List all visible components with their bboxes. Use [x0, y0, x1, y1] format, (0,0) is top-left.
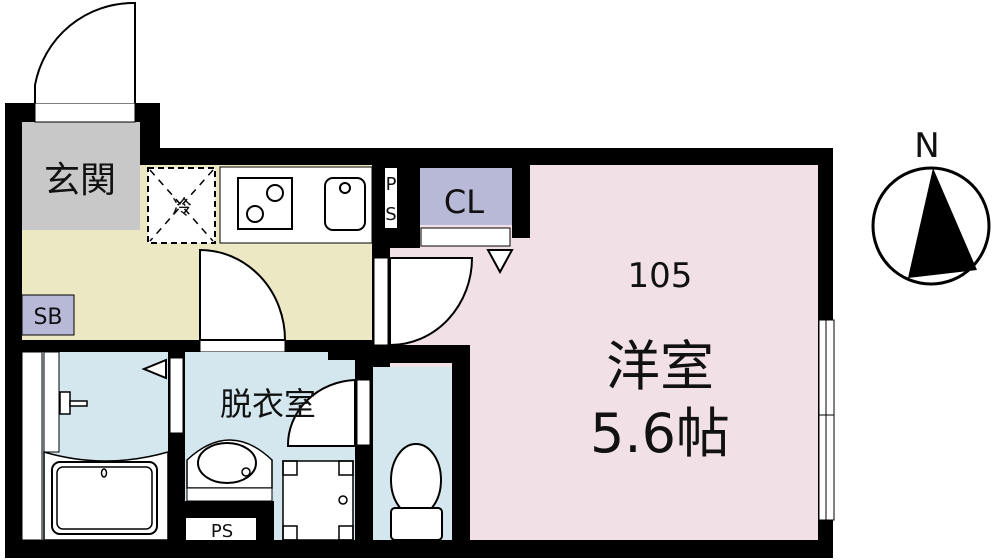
- pipe-space-top: [385, 168, 397, 228]
- closet-door[interactable]: [420, 227, 511, 247]
- washroom-door-swing: [199, 248, 287, 341]
- bathroom-door[interactable]: [169, 357, 184, 434]
- washroom-label: 脱衣室: [220, 385, 316, 423]
- entrance-label: 玄関: [44, 160, 116, 201]
- entrance-area: [22, 122, 140, 230]
- kitchen-sink: [324, 177, 366, 231]
- unit-number: 105: [628, 256, 693, 296]
- toilet: [390, 443, 442, 517]
- room-door-swing: [389, 257, 474, 347]
- washroom-door[interactable]: [199, 339, 286, 353]
- entrance-door-swing: [34, 1, 136, 103]
- compass-north-label: N: [914, 126, 939, 166]
- western-room-size: 5.6帖: [590, 402, 730, 465]
- shoe-box-label: SB: [33, 305, 62, 330]
- north-compass-icon: [871, 166, 991, 286]
- pipe-space-bottom: [186, 518, 256, 540]
- closet-door-marker: [486, 249, 514, 275]
- window: [818, 319, 835, 521]
- entrance-door[interactable]: [34, 102, 136, 123]
- western-room-label: 洋室: [606, 335, 714, 398]
- closet: [420, 168, 512, 225]
- room-door[interactable]: [373, 257, 389, 346]
- shoe-box: [21, 294, 75, 336]
- stove: [237, 177, 293, 230]
- fridge-label: 冷: [172, 195, 192, 219]
- bathtub: [43, 450, 169, 541]
- kitchen-area: [22, 230, 372, 340]
- closet-label: CL: [444, 183, 484, 221]
- washing-machine-space: [282, 460, 354, 541]
- pipe-space-top-label-s: S: [385, 204, 396, 225]
- shower-faucet-icon: [59, 391, 88, 415]
- pipe-space-top-label-p: P: [386, 174, 397, 195]
- pipe-space-bottom-label: PS: [211, 521, 233, 542]
